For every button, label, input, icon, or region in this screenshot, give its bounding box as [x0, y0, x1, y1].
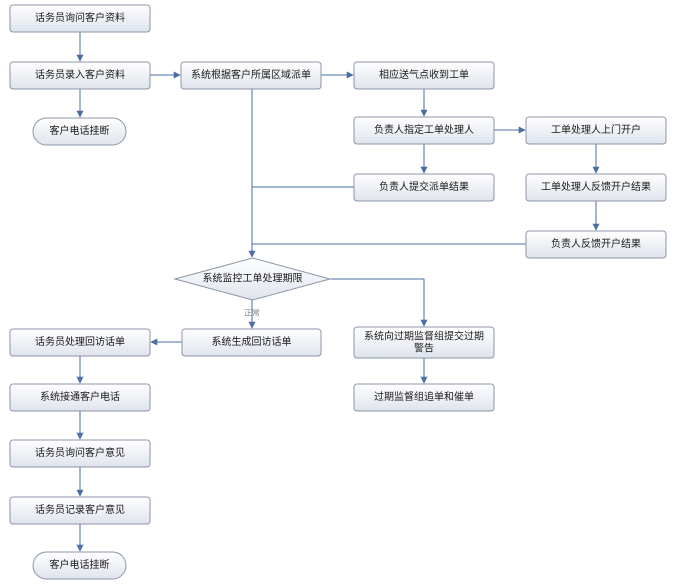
- node-label-n3: 客户电话挂断: [50, 124, 110, 137]
- node-label-n15: 过期监督组追单和催单: [374, 390, 474, 403]
- edge-n11-n14: [330, 278, 428, 327]
- node-n19: 客户电话挂断: [32, 551, 127, 580]
- node-shape-n15: [353, 383, 495, 412]
- node-label-n14: 系统向过期监督组提交过期警告: [364, 329, 484, 354]
- node-n6: 负责人指定工单处理人: [353, 116, 495, 145]
- node-shape-n10: [525, 230, 667, 259]
- node-label-n8: 负责人提交派单结果: [379, 180, 469, 193]
- node-label-n19: 客户电话挂断: [50, 558, 110, 571]
- node-label-n10: 负责人反馈开户结果: [551, 237, 641, 250]
- node-n13: 话务员处理回访话单: [9, 328, 151, 357]
- node-shape-n4: [180, 61, 322, 90]
- node-label-n1: 话务员询问客户资料: [35, 11, 125, 24]
- node-n4: 系统根据客户所属区域派单: [180, 61, 322, 90]
- node-n1: 话务员询问客户资料: [9, 4, 151, 33]
- node-n2: 话务员录入客户资料: [9, 61, 151, 90]
- node-shape-n2: [9, 61, 151, 90]
- node-shape-n19: [32, 551, 127, 580]
- node-shape-n5: [353, 61, 495, 90]
- node-n17: 话务员询问客户意见: [9, 439, 151, 468]
- node-shape-n8: [353, 173, 495, 202]
- node-n11: 系统监控工单处理期限: [173, 257, 332, 301]
- node-n14: 系统向过期监督组提交过期警告: [353, 326, 495, 359]
- node-shape-n16: [9, 383, 151, 412]
- node-label-n17: 话务员询问客户意见: [35, 446, 125, 459]
- node-n3: 客户电话挂断: [32, 117, 127, 146]
- node-label-n16: 系统接通客户电话: [40, 390, 120, 403]
- node-label-n6: 负责人指定工单处理人: [374, 123, 474, 136]
- node-shape-n9: [525, 173, 667, 202]
- edge-labels-layer: 正常: [244, 309, 260, 318]
- node-n18: 话务员记录客户意见: [9, 496, 151, 525]
- node-shape-n18: [9, 496, 151, 525]
- node-label-n5: 相应送气点收到工单: [379, 68, 469, 81]
- edges-layer: [76, 32, 600, 552]
- node-label-n18: 话务员记录客户意见: [35, 503, 125, 516]
- node-shape-n11: [173, 257, 332, 301]
- node-n10: 负责人反馈开户结果: [525, 230, 667, 259]
- node-shape-n17: [9, 439, 151, 468]
- edge-label-n11-n12: 正常: [244, 309, 260, 318]
- node-shape-n7: [525, 116, 667, 145]
- node-label-n13: 话务员处理回访话单: [35, 335, 125, 348]
- node-label-n2: 话务员录入客户资料: [35, 68, 125, 81]
- node-n9: 工单处理人反馈开户结果: [525, 173, 667, 202]
- node-shape-n3: [32, 117, 127, 146]
- node-shape-n12: [181, 328, 322, 357]
- node-label-n9: 工单处理人反馈开户结果: [541, 180, 651, 193]
- node-n12: 系统生成回访话单: [181, 328, 322, 357]
- node-shape-n1: [9, 4, 151, 33]
- node-shape-n14: [353, 326, 495, 359]
- node-label-n11: 系统监控工单处理期限: [203, 272, 303, 285]
- node-n15: 过期监督组追单和催单: [353, 383, 495, 412]
- node-label-n12: 系统生成回访话单: [212, 335, 292, 348]
- node-shape-n6: [353, 116, 495, 145]
- node-label-n7: 工单处理人上门开户: [551, 123, 641, 136]
- node-n16: 系统接通客户电话: [9, 383, 151, 412]
- node-n7: 工单处理人上门开户: [525, 116, 667, 145]
- node-label-n4: 系统根据客户所属区域派单: [191, 68, 311, 81]
- node-shape-n13: [9, 328, 151, 357]
- node-n5: 相应送气点收到工单: [353, 61, 495, 90]
- node-n8: 负责人提交派单结果: [353, 173, 495, 202]
